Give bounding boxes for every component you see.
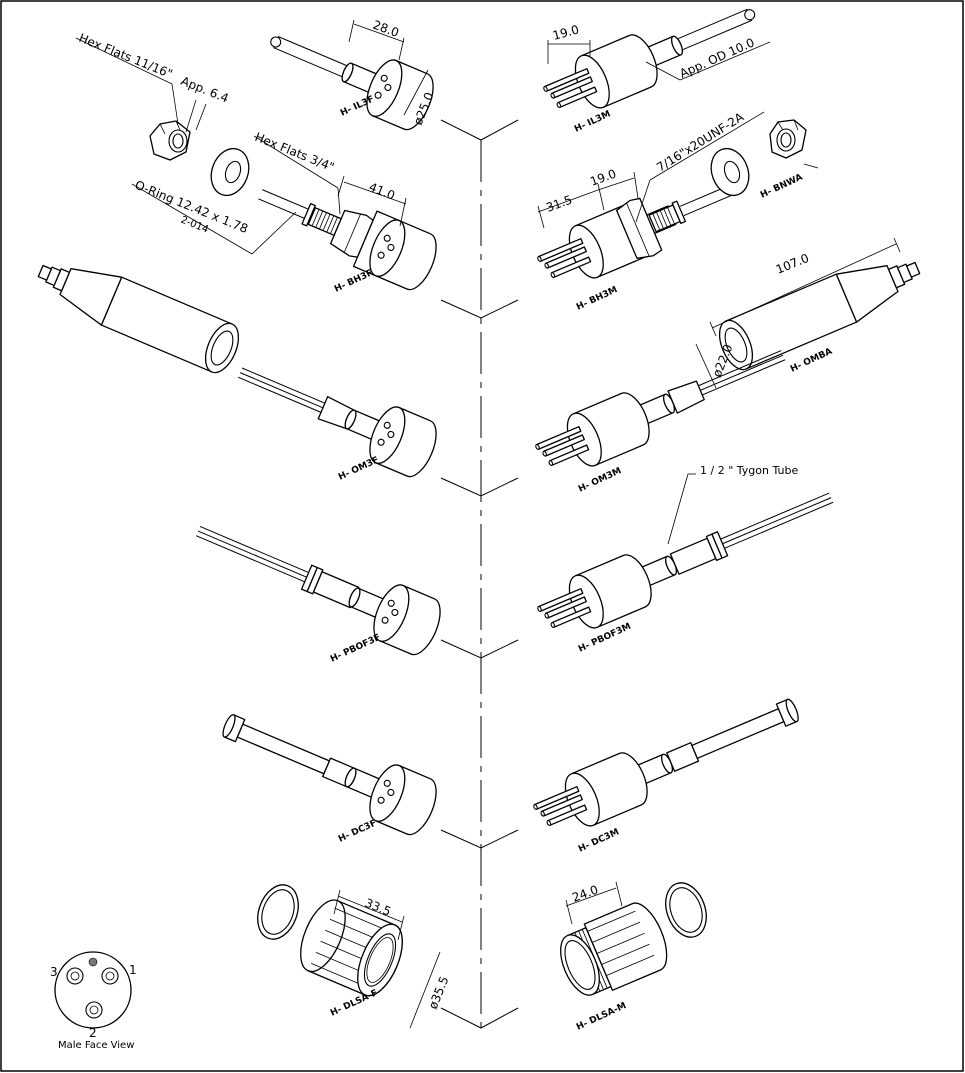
part-il3f: 28.0 ø25.0 H- IL3F	[270, 18, 441, 136]
app-6-4-dim: App. 6.4	[179, 74, 231, 106]
dlsaf-ring	[257, 884, 299, 940]
hex-3-4-dim: Hex Flats 3/4"	[253, 130, 336, 175]
part-pbof3f: H- PBOF3F	[195, 526, 448, 665]
dlsaf-label: H- DLSA-F	[329, 988, 379, 1019]
dlsam-length-dim: 24.0	[570, 883, 600, 905]
hex-nut-left	[149, 120, 191, 161]
om3f-label: H- OM3F	[337, 455, 381, 482]
pin-2-label: 2	[89, 1026, 97, 1040]
om3m-label: H- OM3M	[577, 466, 623, 495]
washer-left	[210, 147, 250, 197]
part-dlsam: 24.0 H- DLSA-M	[560, 881, 707, 1033]
bh3m-b-dim: 19.0	[588, 167, 618, 189]
bh3f-length-dim: 41.0	[367, 180, 397, 203]
part-omba: 107.0 ø22.0 H- OMBA	[695, 237, 921, 389]
face-view-label: Male Face View	[58, 1040, 134, 1051]
part-om3f: H- OM3F	[237, 367, 444, 483]
dlsam-ring	[665, 882, 707, 938]
male-face-view: 1 3 2 Male Face View	[50, 951, 137, 1051]
omba-label: H- OMBA	[789, 347, 834, 375]
bh3f-label: H- BH3F	[333, 268, 375, 294]
pbof3m-label: H- PBOF3M	[577, 622, 633, 655]
il3m-od-dim: App. OD 10.0	[678, 35, 757, 80]
pbof3f-label: H- PBOF3F	[329, 633, 382, 665]
tygon-note: 1 / 2 " Tygon Tube	[700, 464, 798, 477]
part-dc3m: H- DC3M	[527, 698, 799, 855]
part-dlsaf: 33.5 ø35.5 H- DLSA-F	[257, 884, 452, 1029]
bnwa-label: H- BNWA	[759, 173, 804, 201]
boot-left	[37, 264, 240, 374]
dlsam-label: H- DLSA-M	[575, 1001, 628, 1033]
part-dc3f: H- DC3F	[222, 714, 444, 845]
bh3m-label: H- BH3M	[575, 285, 619, 313]
hex-dims: Hex Flats 11/16" App. 6.4	[75, 31, 231, 133]
part-bh3m: 31.5 19.0 7/16"x20UNF-2A H- BH3M	[531, 109, 765, 313]
omba-length-dim: 107.0	[774, 251, 811, 277]
il3f-length-dim: 28.0	[371, 18, 401, 40]
hex-11-16-dim: Hex Flats 11/16"	[77, 31, 175, 81]
pin-3-label: 3	[50, 965, 58, 979]
center-axis	[440, 119, 519, 1030]
pin-1-label: 1	[129, 963, 137, 977]
il3m-length-dim: 19.0	[551, 22, 580, 42]
bh3m-a-dim: 31.5	[544, 193, 574, 215]
dlsaf-diameter-dim: ø35.5	[426, 974, 452, 1011]
dc3f-label: H- DC3F	[337, 818, 378, 844]
part-pbof3m: 1 / 2 " Tygon Tube H- PBOF3M	[531, 464, 834, 655]
il3m-label: H- IL3M	[573, 109, 612, 134]
dc3m-label: H- DC3M	[577, 827, 621, 855]
